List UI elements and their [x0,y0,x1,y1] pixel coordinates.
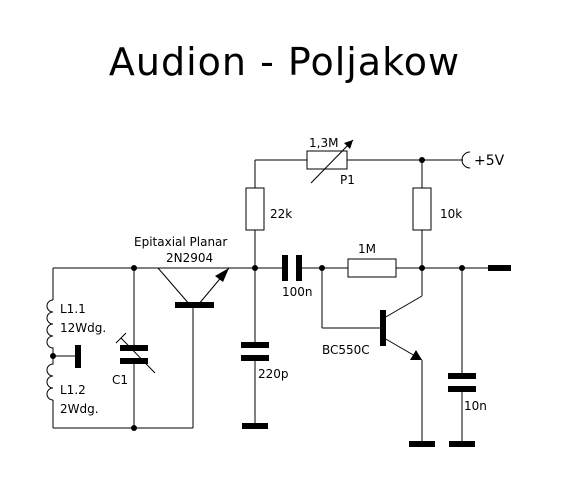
resistor-22k: 22k [245,187,292,231]
r10k-value: 10k [440,207,462,221]
capacitor-100n: 100n [282,255,313,299]
p1-value: 1,3M [309,136,338,150]
r1m-value: 1M [358,242,376,256]
junction [459,265,465,271]
junction-dots [50,157,465,431]
capacitor-c1: C1 [112,332,156,387]
r22k-value: 22k [270,207,292,221]
l11-ref: L1.1 [60,302,86,316]
resistor-10k: 10k [412,187,462,231]
coil-l1: L1.1 12Wdg. L1.2 2Wdg. [46,299,106,416]
resistor-1m: 1M [347,242,397,278]
page-title: Audion - Poljakow [108,40,461,84]
wires [52,159,490,444]
q2-type: BC550C [322,343,370,357]
junction [319,265,325,271]
p1-ref: P1 [340,173,355,187]
q1-type-line2: 2N2904 [166,251,213,265]
junction [419,157,425,163]
capacitor-220p: 220p [241,342,289,429]
junction [419,265,425,271]
pot-arrow-icon [344,140,353,149]
l12-ref: L1.2 [60,383,86,397]
transistor-bc550c: BC550C [322,310,435,447]
junction [131,425,137,431]
c220p-value: 220p [258,367,289,381]
q1-type-line1: Epitaxial Planar [134,235,227,249]
junction [131,265,137,271]
potentiometer-p1: 1,3M P1 [306,136,355,187]
coil-l11-winding [46,299,54,356]
l12-windings: 2Wdg. [60,402,99,416]
emitter-arrow-icon [215,268,229,282]
supply-terminal: +5V [461,151,505,169]
c1-ref: C1 [112,373,128,387]
c10n-value: 10n [464,399,487,413]
l11-windings: 12Wdg. [60,321,106,335]
transistor-2n2904: Epitaxial Planar 2N2904 [134,235,229,308]
capacitor-10n: 10n [448,373,487,447]
junction [252,265,258,271]
supply-label: +5V [474,153,505,169]
c100n-value: 100n [282,285,313,299]
coil-l12-winding [46,356,54,401]
emitter-arrow-icon [410,350,422,360]
terminal-icon [461,151,471,169]
